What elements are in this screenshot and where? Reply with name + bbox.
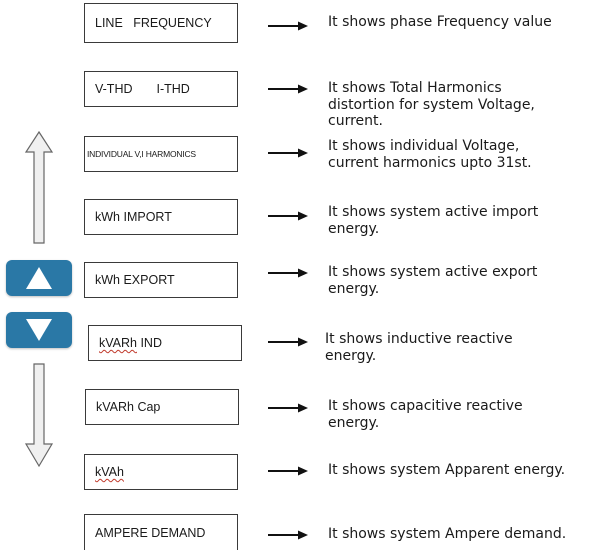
- description: It shows system active export energy.: [328, 264, 538, 297]
- screen-kvarh-ind: kVARh IND: [88, 325, 242, 361]
- screen-line-frequency: LINE FREQUENCY: [84, 3, 238, 43]
- description: It shows Total Harmonics distortion for …: [328, 80, 535, 129]
- screen-ampere-demand: AMPERE DEMAND: [84, 514, 238, 550]
- screen-v-thd-i-thd: V-THD I-THD: [84, 71, 238, 107]
- screen-label-kvarh: kVARh: [99, 336, 137, 350]
- description: It shows inductive reactive energy.: [325, 331, 513, 364]
- right-arrow-icon: [268, 403, 308, 413]
- screen-label: AMPERE DEMAND: [95, 525, 206, 540]
- description: It shows system Apparent energy.: [328, 462, 566, 478]
- screen-label: LINE FREQUENCY: [95, 16, 212, 30]
- screen-label-i-thd: I-THD: [156, 82, 190, 96]
- screen-kvah: kVAh: [84, 454, 238, 490]
- right-arrow-icon: [268, 21, 308, 31]
- triangle-up-icon: [26, 267, 52, 289]
- right-arrow-icon: [268, 530, 308, 540]
- up-button[interactable]: [6, 260, 72, 296]
- screen-label: kWh EXPORT: [95, 273, 175, 287]
- description: It shows system Ampere demand.: [328, 526, 567, 542]
- screen-kvarh-cap: kVARh Cap: [85, 389, 239, 425]
- screen-label: INDIVIDUAL V,I HARMONICS: [87, 149, 196, 159]
- right-arrow-icon: [268, 211, 308, 221]
- screen-kwh-export: kWh EXPORT: [84, 262, 238, 298]
- screen-label-ind: IND: [136, 336, 162, 350]
- description: It shows phase Frequency value: [328, 14, 552, 30]
- screen-label: kVARh Cap: [96, 400, 161, 414]
- description: It shows individual Voltage, current har…: [328, 138, 532, 171]
- screen-label: kVAh: [95, 465, 124, 479]
- down-button[interactable]: [6, 312, 72, 348]
- right-arrow-icon: [268, 337, 308, 347]
- right-arrow-icon: [268, 466, 308, 476]
- screen-kwh-import: kWh IMPORT: [84, 199, 238, 235]
- right-arrow-icon: [268, 268, 308, 278]
- hollow-arrow-down-icon: [24, 363, 54, 468]
- triangle-down-icon: [26, 319, 52, 341]
- hollow-arrow-up-icon: [24, 130, 54, 244]
- right-arrow-icon: [268, 84, 308, 94]
- right-arrow-icon: [268, 148, 308, 158]
- screen-individual-harmonics: INDIVIDUAL V,I HARMONICS: [84, 136, 238, 172]
- description: It shows capacitive reactive energy.: [328, 398, 523, 431]
- screen-label-v-thd: V-THD: [95, 82, 133, 96]
- description: It shows system active import energy.: [328, 204, 539, 237]
- screen-label: kWh IMPORT: [95, 210, 172, 224]
